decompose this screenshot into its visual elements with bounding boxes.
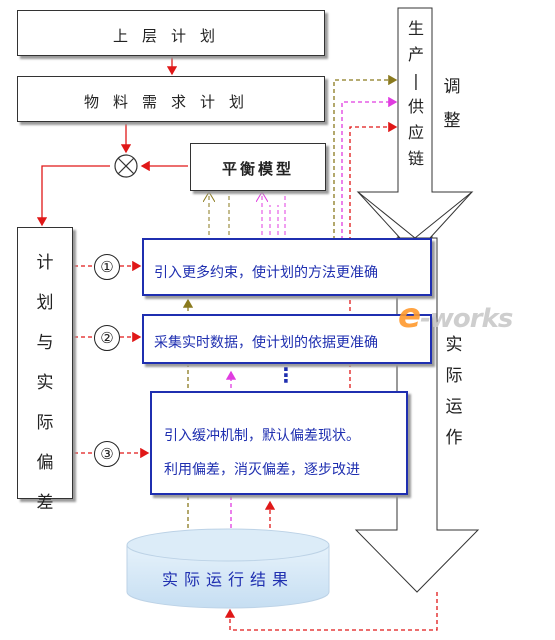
note-2: 采集实时数据，使计划的依据更准确 bbox=[142, 314, 432, 364]
mrp-label: 物料需求计划 bbox=[83, 93, 258, 111]
actual-results-cylinder bbox=[126, 528, 330, 609]
marker-3: ③ bbox=[94, 441, 120, 467]
deviation-box bbox=[17, 227, 73, 499]
balance-model-box: 平衡模型 bbox=[190, 143, 326, 191]
marker-1: ① bbox=[94, 254, 120, 280]
actual-operation-arrow-shape bbox=[354, 237, 480, 593]
actual-operation-label: 实际运作 bbox=[445, 335, 463, 448]
ellipsis: ⋮ bbox=[276, 363, 296, 387]
comparator-node bbox=[114, 154, 138, 178]
balance-model-label: 平衡模型 bbox=[221, 160, 294, 178]
note-3: 引入缓冲机制，默认偏差现状。 利用偏差，消灭偏差，逐步改进 bbox=[150, 391, 408, 495]
marker-2: ② bbox=[94, 325, 120, 351]
supply-chain-label: 生产|供应链 bbox=[407, 19, 424, 168]
note-1: 引入更多约束，使计划的方法更准确 bbox=[142, 238, 432, 296]
actual-results-label: 实际运行结果 bbox=[161, 570, 294, 589]
adjust-label: 调整 bbox=[443, 77, 461, 131]
note-1-text: 引入更多约束，使计划的方法更准确 bbox=[154, 265, 378, 281]
e-works-logo: e-works bbox=[398, 296, 513, 336]
note-2-text: 采集实时数据，使计划的依据更准确 bbox=[154, 335, 378, 351]
upper-plan-label: 上层计划 bbox=[112, 27, 229, 45]
note-3-line-2: 利用偏差，消灭偏差，逐步改进 bbox=[164, 462, 360, 478]
note-3-line-1: 引入缓冲机制，默认偏差现状。 bbox=[164, 428, 360, 444]
deviation-label: 计划与实际偏差 bbox=[36, 253, 54, 513]
mrp-box: 物料需求计划 bbox=[17, 76, 325, 122]
upper-plan-box: 上层计划 bbox=[17, 10, 325, 56]
